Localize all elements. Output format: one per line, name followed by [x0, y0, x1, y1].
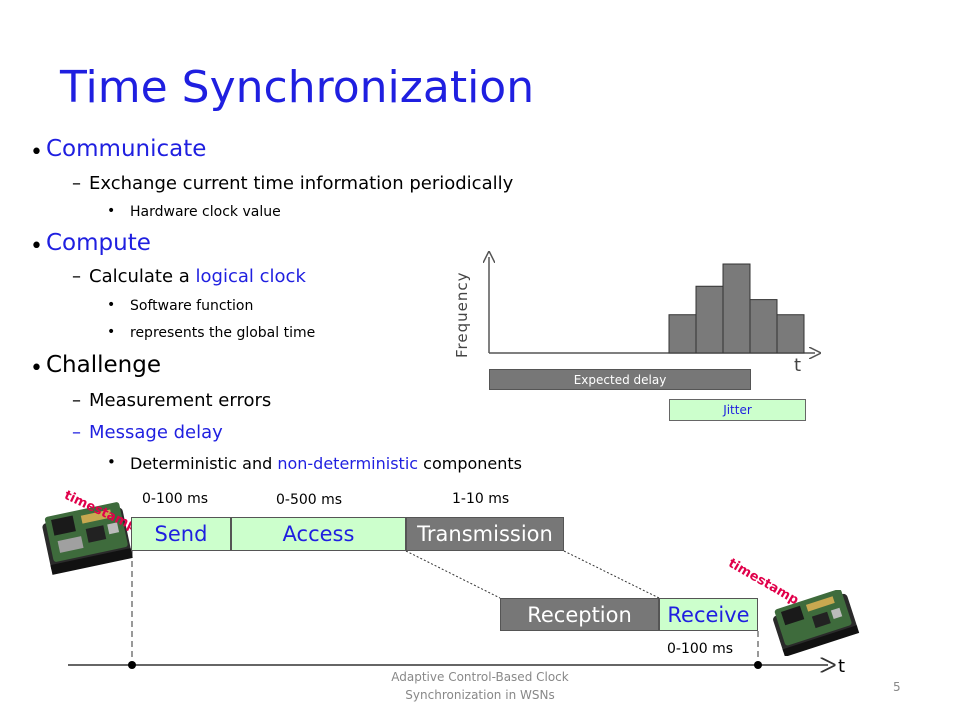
non-deterministic-highlight: non-deterministic — [277, 454, 419, 473]
receive-box: Receive — [659, 598, 758, 631]
send-time-dot — [128, 661, 136, 669]
dash: – — [72, 390, 81, 411]
bullet-dot-small: • — [107, 297, 116, 313]
transmission-box: Transmission — [406, 517, 564, 551]
page-number: 5 — [893, 680, 901, 694]
jitter-bar: Jitter — [669, 399, 806, 421]
bullet-compute: Compute — [46, 230, 151, 256]
histogram-bar — [776, 314, 805, 354]
histogram-bar — [695, 285, 724, 354]
dotted-connector-right — [563, 550, 660, 599]
receive-time-dot — [754, 661, 762, 669]
histogram-bar — [749, 299, 778, 354]
bullet-communicate: Communicate — [46, 136, 207, 162]
bullet-communicate-sub: Exchange current time information period… — [89, 173, 514, 194]
send-box: Send — [131, 517, 231, 551]
bullet-dot-small: • — [107, 324, 116, 340]
receive-ms-label: 0-100 ms — [667, 641, 734, 657]
logical-clock-highlight: logical clock — [195, 266, 306, 287]
expected-delay-bar: Expected delay — [489, 369, 751, 390]
reception-box: Reception — [500, 598, 659, 631]
sensor-node-left-image — [42, 502, 133, 575]
bullet-dot: • — [30, 234, 43, 259]
challenge-subsub-suffix: components — [418, 454, 522, 473]
compute-sub-prefix: Calculate a — [89, 266, 196, 287]
bullet-compute-sub: Calculate a logical clock — [89, 266, 306, 287]
histogram-bar — [668, 314, 697, 354]
histogram-xlabel: t — [794, 355, 802, 376]
bullet-communicate-subsub: Hardware clock value — [130, 204, 281, 220]
bullet-challenge-sub1: Measurement errors — [89, 390, 272, 411]
dash: – — [72, 266, 81, 287]
bullet-compute-subsub2: represents the global time — [130, 325, 316, 341]
dash: – — [72, 422, 81, 443]
histogram-bars — [668, 263, 805, 354]
access-ms-label: 0-500 ms — [276, 492, 343, 508]
bullet-dot-small: • — [107, 453, 116, 471]
dash: – — [72, 173, 81, 194]
footer-line1: Adaptive Control-Based Clock — [391, 670, 569, 684]
bullet-challenge: Challenge — [46, 352, 161, 378]
footer-text: Adaptive Control-Based Clock Synchroniza… — [370, 668, 590, 704]
bullet-dot: • — [30, 356, 43, 381]
sensor-node-right-image — [773, 590, 860, 656]
footer-line2: Synchronization in WSNs — [405, 688, 555, 702]
histogram-chart — [440, 245, 830, 435]
bullet-challenge-sub2: Message delay — [89, 422, 223, 443]
access-box: Access — [231, 517, 406, 551]
bullet-compute-subsub1: Software function — [130, 298, 254, 314]
slide-title: Time Synchronization — [60, 62, 535, 113]
bullet-dot-small: • — [107, 203, 116, 219]
bullet-dot: • — [30, 140, 43, 165]
bullet-challenge-subsub: Deterministic and non-deterministic comp… — [130, 454, 522, 473]
transmission-ms-label: 1-10 ms — [452, 491, 510, 507]
send-ms-label: 0-100 ms — [142, 491, 209, 507]
timeline-axis-label: t — [838, 656, 846, 677]
dotted-connector-left — [405, 550, 501, 599]
challenge-subsub-prefix: Deterministic and — [130, 454, 278, 473]
